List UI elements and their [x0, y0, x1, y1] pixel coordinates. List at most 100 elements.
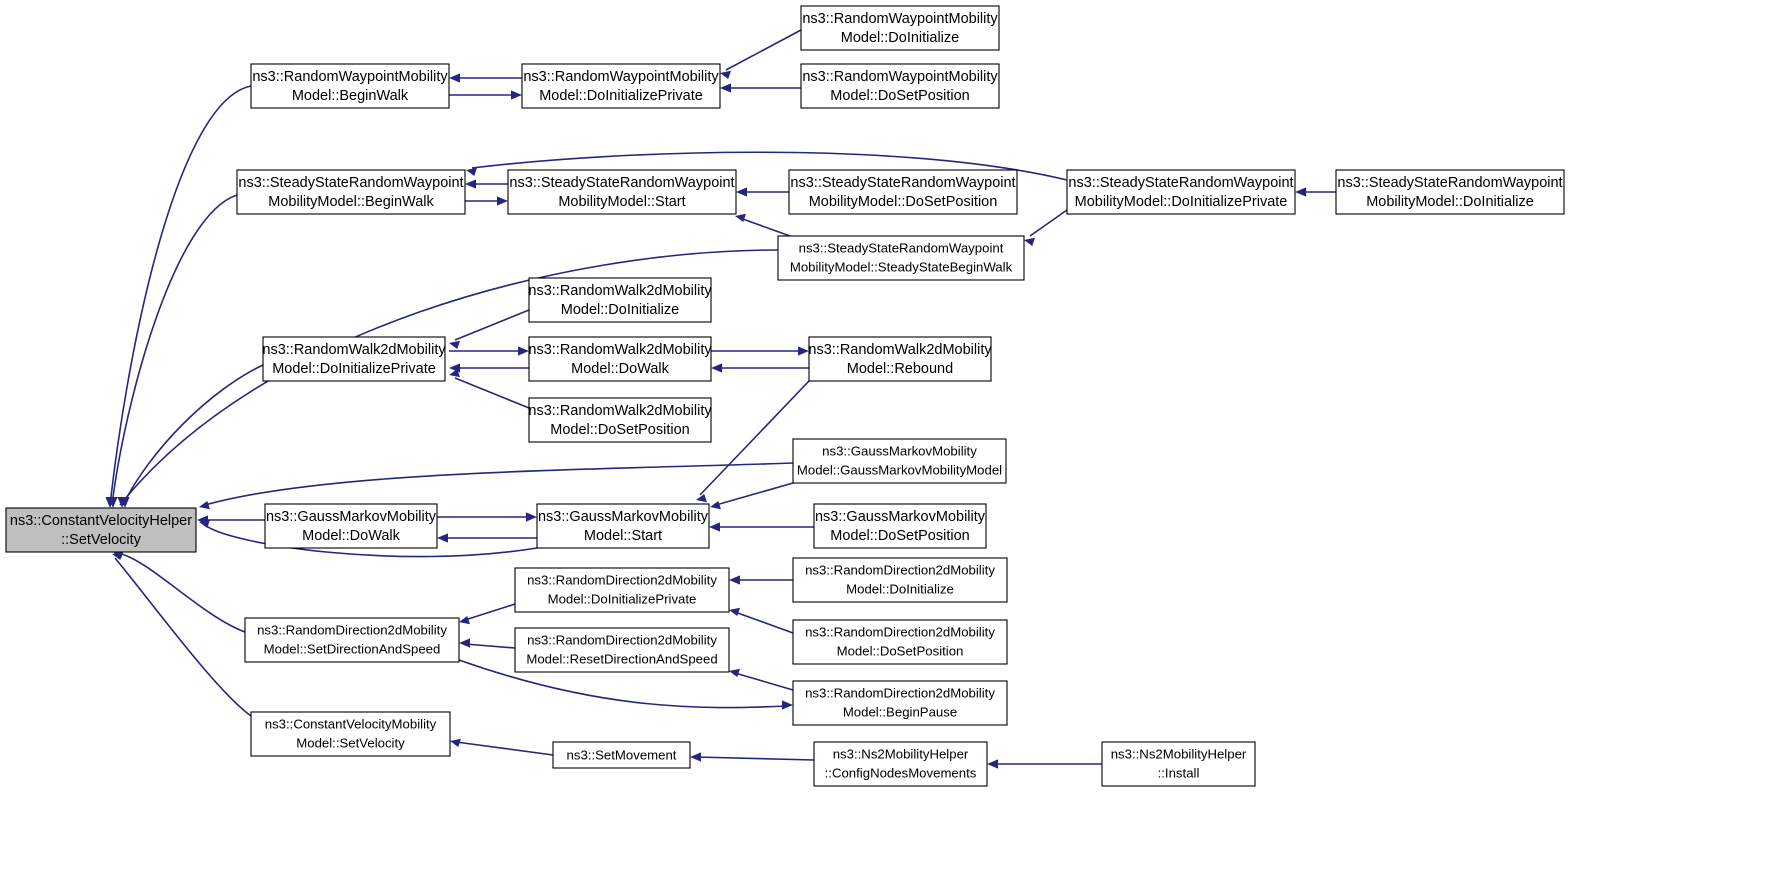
graph-node-rwp_doinitialize[interactable]: ns3::RandomWaypointMobilityModel::DoInit… — [800, 5, 1000, 51]
arrowhead-icon — [449, 340, 460, 349]
node-label-line2: Model::DoSetPosition — [837, 643, 964, 658]
node-rect[interactable] — [536, 503, 710, 549]
node-rect[interactable] — [1335, 169, 1565, 215]
arrowhead-icon — [199, 501, 210, 510]
arrowhead-icon — [459, 616, 470, 625]
graph-node-ssrw_doinitprivate[interactable]: ns3::SteadyStateRandomWaypointMobilityMo… — [1066, 169, 1296, 215]
graph-node-rw2d_dosetposition[interactable]: ns3::RandomWalk2dMobilityModel::DoSetPos… — [528, 397, 712, 443]
call-edge — [455, 741, 554, 756]
node-rect[interactable] — [262, 336, 446, 382]
node-label-line2: ::ConfigNodesMovements — [825, 765, 977, 780]
call-edge — [1029, 209, 1068, 237]
node-rect[interactable] — [250, 711, 451, 757]
graph-node-cvm_setvelocity[interactable]: ns3::ConstantVelocityMobilityModel::SetV… — [250, 711, 451, 757]
graph-node-ssrw_steadystatebeginwalk[interactable]: ns3::SteadyStateRandomWaypointMobilityMo… — [777, 235, 1025, 281]
node-label-line1: ns3::Ns2MobilityHelper — [1111, 746, 1247, 761]
node-label-line1: ns3::RandomWalk2dMobility — [808, 342, 992, 358]
node-rect[interactable] — [792, 680, 1008, 726]
graph-node-rw2d_doinitprivate[interactable]: ns3::RandomWalk2dMobilityModel::DoInitia… — [262, 336, 446, 382]
node-label-line2: Model::DoWalk — [302, 528, 401, 544]
graph-node-rd2d_beginpause[interactable]: ns3::RandomDirection2dMobilityModel::Beg… — [792, 680, 1008, 726]
node-rect[interactable] — [244, 617, 460, 663]
graph-node-rd2d_setdirspeed[interactable]: ns3::RandomDirection2dMobilityModel::Set… — [244, 617, 460, 663]
graph-node-ns2_install[interactable]: ns3::Ns2MobilityHelper::Install — [1101, 741, 1256, 787]
call-edge — [111, 194, 238, 506]
node-rect[interactable] — [250, 63, 450, 109]
graph-node-gm_constructor[interactable]: ns3::GaussMarkovMobilityModel::GaussMark… — [792, 438, 1007, 484]
arrowhead-icon — [526, 512, 537, 522]
node-label-line1: ns3::SteadyStateRandomWaypoint — [799, 240, 1004, 255]
node-label-line1: ns3::SteadyStateRandomWaypoint — [790, 175, 1015, 191]
node-rect[interactable] — [800, 5, 1000, 51]
node-rect[interactable] — [792, 438, 1007, 484]
node-rect[interactable] — [236, 169, 466, 215]
node-rect[interactable] — [552, 741, 691, 769]
graph-node-rwp_doinitprivate[interactable]: ns3::RandomWaypointMobilityModel::DoInit… — [521, 63, 721, 109]
node-rect[interactable] — [777, 235, 1025, 281]
graph-node-rd2d_doinitialize[interactable]: ns3::RandomDirection2dMobilityModel::DoI… — [792, 557, 1008, 603]
node-label-line1: ns3::ConstantVelocityHelper — [10, 513, 192, 529]
node-rect[interactable] — [1066, 169, 1296, 215]
graph-node-ssrw_doinitialize[interactable]: ns3::SteadyStateRandomWaypointMobilityMo… — [1335, 169, 1565, 215]
node-label-line1: ns3::RandomDirection2dMobility — [805, 685, 995, 700]
call-edge — [114, 557, 252, 717]
node-label-line2: MobilityModel::Start — [558, 194, 685, 210]
node-rect[interactable] — [264, 503, 438, 549]
call-edge — [117, 552, 246, 633]
arrowhead-icon — [711, 363, 722, 373]
node-rect-highlighted[interactable] — [5, 507, 197, 553]
node-rect[interactable] — [521, 63, 721, 109]
node-label-line1: ns3::RandomWalk2dMobility — [528, 342, 712, 358]
graph-node-rwp_beginwalk[interactable]: ns3::RandomWaypointMobilityModel::BeginW… — [250, 63, 450, 109]
arrowhead-icon — [449, 369, 460, 378]
arrowhead-icon — [199, 519, 210, 528]
node-rect[interactable] — [808, 336, 992, 382]
node-rect[interactable] — [800, 63, 1000, 109]
arrowhead-icon — [1024, 237, 1035, 246]
node-rect[interactable] — [813, 741, 988, 787]
node-label-line1: ns3::GaussMarkovMobility — [815, 509, 986, 525]
node-label-line2: Model::DoWalk — [571, 361, 670, 377]
graph-node-rw2d_doinitialize[interactable]: ns3::RandomWalk2dMobilityModel::DoInitia… — [528, 277, 712, 323]
graph-node-ssrw_dosetposition[interactable]: ns3::SteadyStateRandomWaypointMobilityMo… — [788, 169, 1018, 215]
arrowhead-icon — [437, 533, 448, 543]
graph-node-gm_dosetposition[interactable]: ns3::GaussMarkovMobilityModel::DoSetPosi… — [813, 503, 987, 549]
arrowhead-icon — [511, 90, 522, 100]
graph-node-setmovement[interactable]: ns3::SetMovement — [552, 741, 691, 769]
node-label-line2: Model::SetDirectionAndSpeed — [264, 641, 441, 656]
node-rect[interactable] — [528, 336, 712, 382]
node-rect[interactable] — [792, 557, 1008, 603]
graph-node-rd2d_dosetposition[interactable]: ns3::RandomDirection2dMobilityModel::DoS… — [792, 619, 1008, 665]
arrowhead-icon — [466, 167, 477, 176]
node-rect[interactable] — [528, 277, 712, 323]
graph-node-ssrw_beginwalk[interactable]: ns3::SteadyStateRandomWaypointMobilityMo… — [236, 169, 466, 215]
call-edge — [464, 603, 516, 621]
node-rect[interactable] — [792, 619, 1008, 665]
node-label-line1: ns3::RandomWalk2dMobility — [262, 342, 446, 358]
graph-node-gm_dowalk[interactable]: ns3::GaussMarkovMobilityModel::DoWalk — [264, 503, 438, 549]
node-rect[interactable] — [507, 169, 737, 215]
call-edge — [734, 611, 794, 634]
graph-node-ns2_confignodes[interactable]: ns3::Ns2MobilityHelper::ConfigNodesMovem… — [813, 741, 988, 787]
node-label-line1: ns3::ConstantVelocityMobility — [265, 716, 437, 731]
graph-node-rd2d_doinitprivate[interactable]: ns3::RandomDirection2dMobilityModel::DoI… — [514, 567, 730, 613]
node-rect[interactable] — [813, 503, 987, 549]
node-label-line2: Model::DoSetPosition — [550, 422, 689, 438]
node-label-line2: Model::DoInitialize — [846, 581, 954, 596]
graph-node-ssrw_start[interactable]: ns3::SteadyStateRandomWaypointMobilityMo… — [507, 169, 737, 215]
graph-node-gm_start[interactable]: ns3::GaussMarkovMobilityModel::Start — [536, 503, 710, 549]
node-rect[interactable] — [1101, 741, 1256, 787]
node-rect[interactable] — [514, 567, 730, 613]
graph-node-root[interactable]: ns3::ConstantVelocityHelper::SetVelocity — [5, 507, 197, 553]
node-label-line2: MobilityModel::DoInitialize — [1366, 194, 1534, 210]
node-rect[interactable] — [514, 627, 730, 673]
node-rect[interactable] — [528, 397, 712, 443]
arrowhead-icon — [450, 738, 461, 747]
graph-node-rwp_dosetposition[interactable]: ns3::RandomWaypointMobilityModel::DoSetP… — [800, 63, 1000, 109]
graph-node-rd2d_resetdirspeed[interactable]: ns3::RandomDirection2dMobilityModel::Res… — [514, 627, 730, 673]
node-rect[interactable] — [788, 169, 1018, 215]
node-label-line1: ns3::RandomDirection2dMobility — [527, 632, 717, 647]
